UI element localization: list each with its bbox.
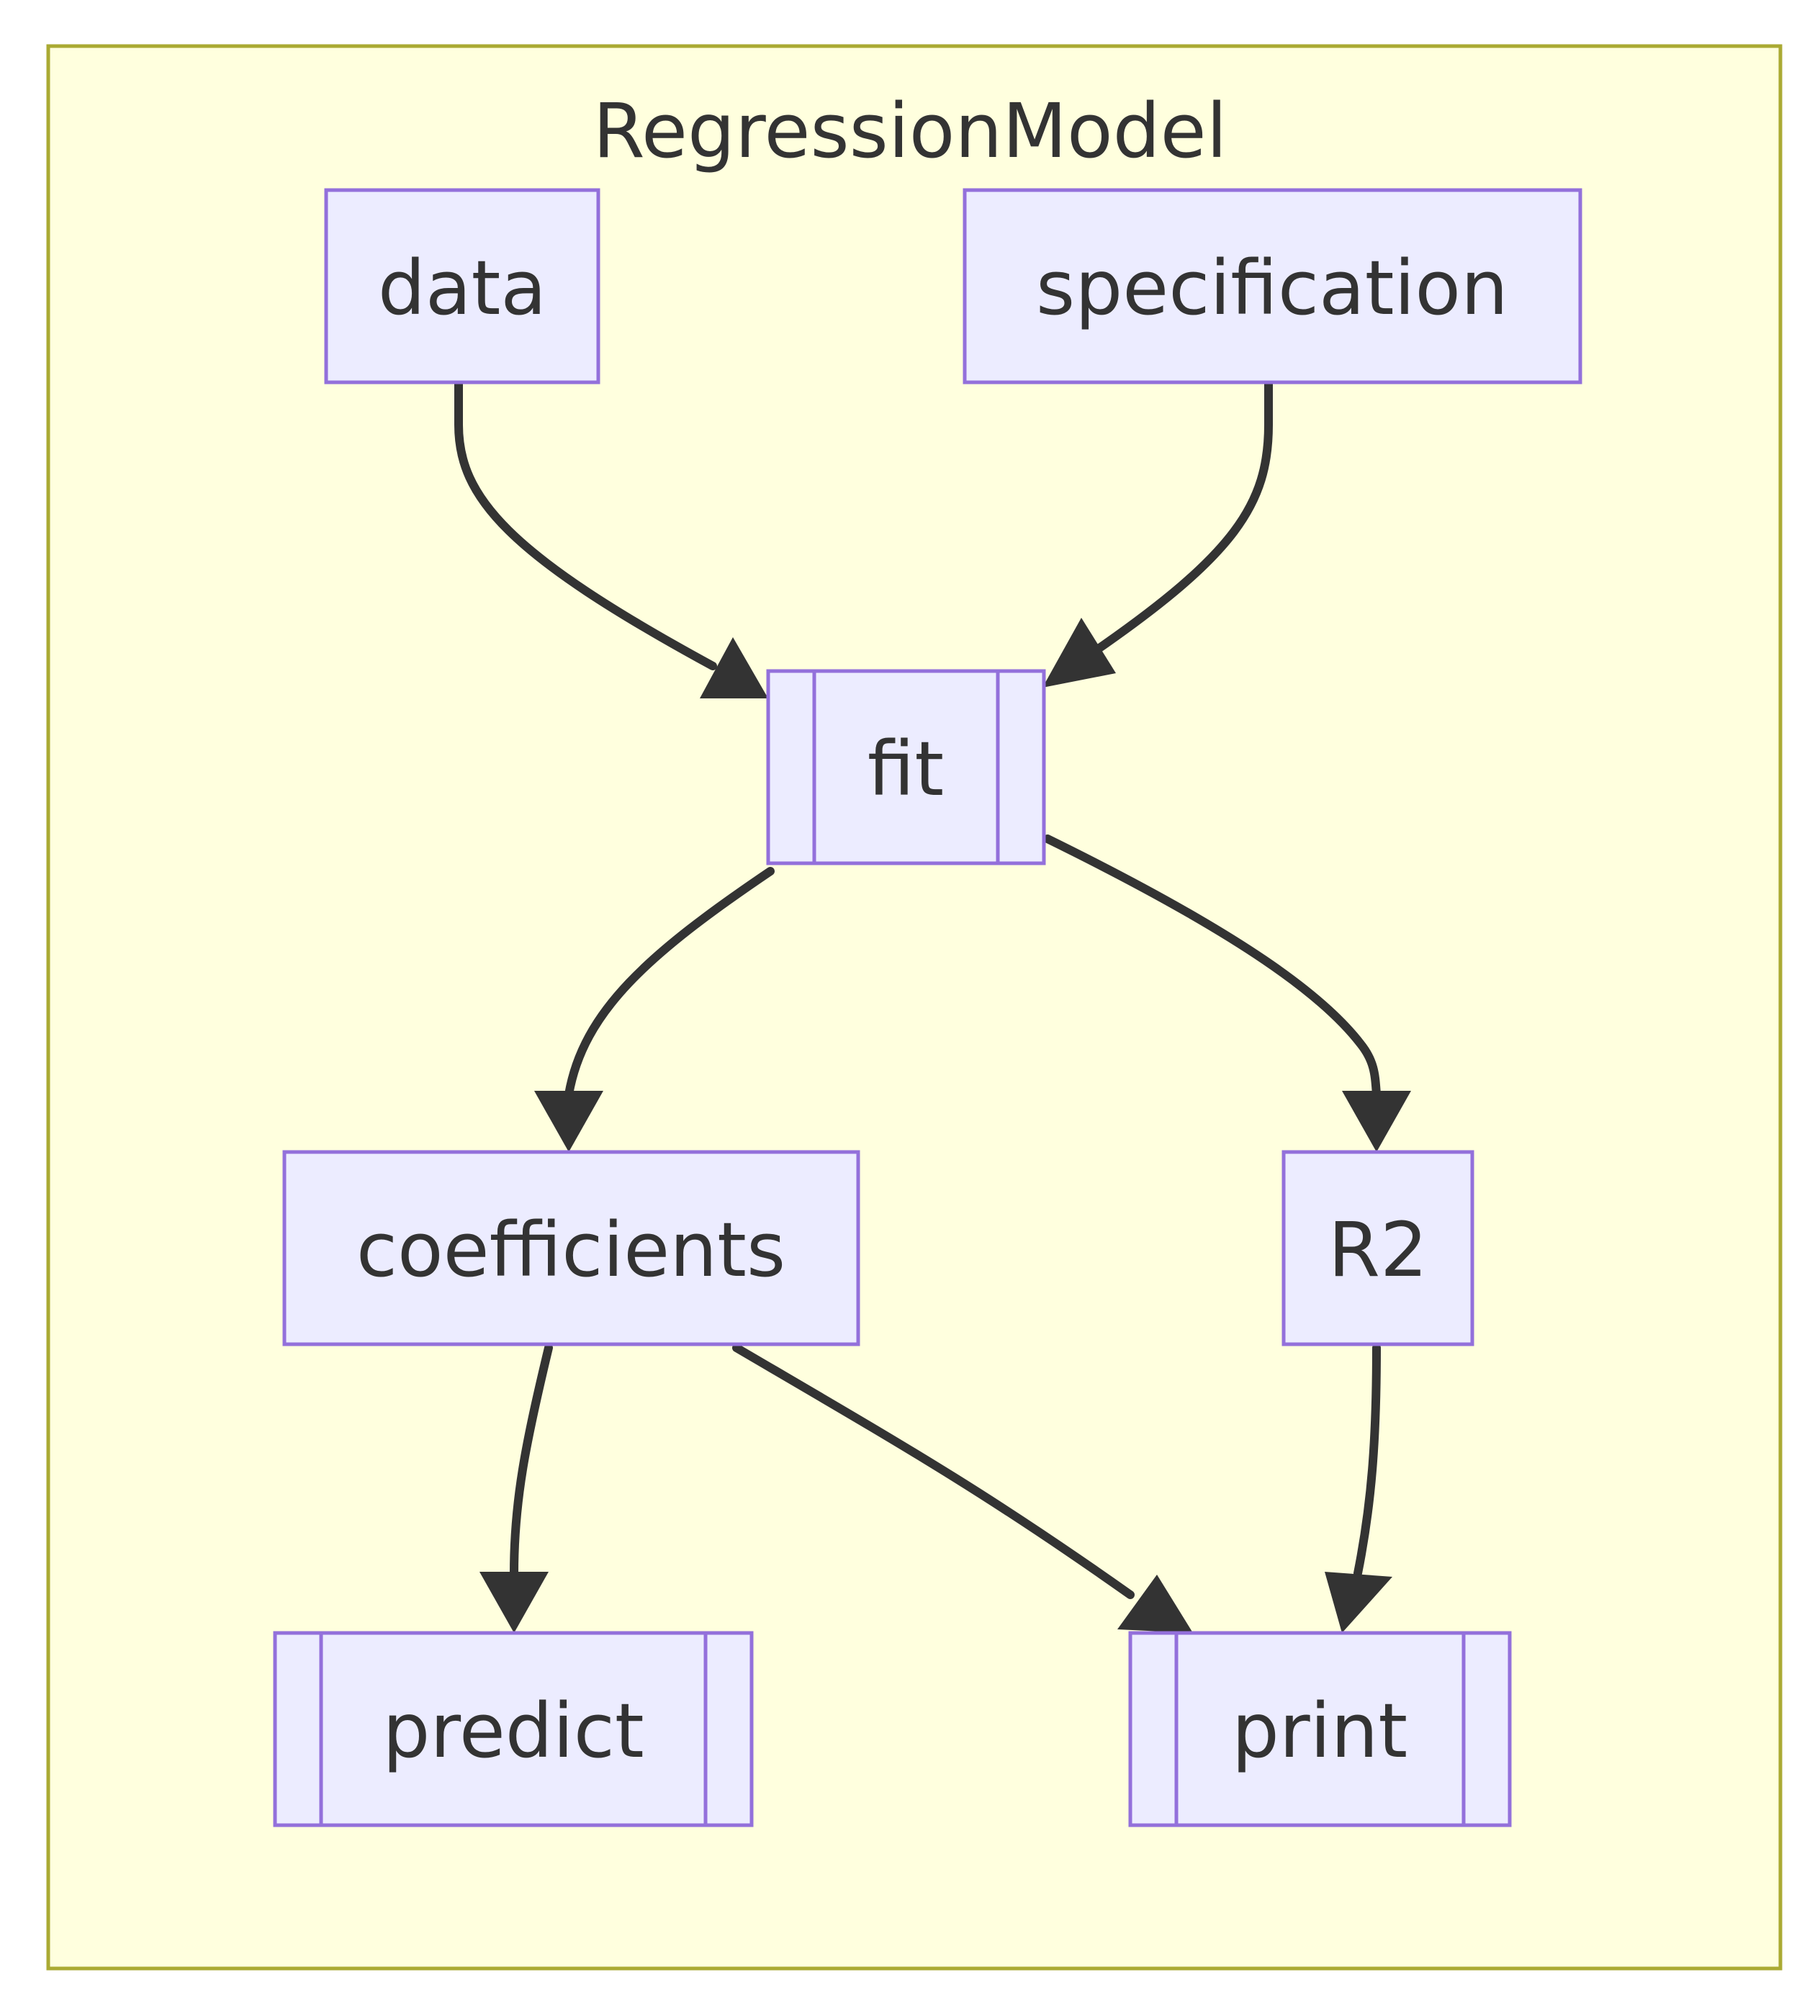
node-r2[interactable]: R2	[1281, 1150, 1474, 1346]
cluster-title: RegressionModel	[593, 87, 1227, 175]
arrowhead-fit-to-coefficients	[534, 1091, 603, 1152]
edge-coefficients-to-print	[732, 1344, 1135, 1599]
node-data-box	[324, 188, 600, 384]
node-specification[interactable]: specification	[963, 188, 1582, 384]
node-print-label: print	[1232, 1687, 1407, 1775]
edge-fit-to-coefficients	[564, 867, 775, 1099]
node-data[interactable]: data	[324, 188, 600, 384]
node-data-label: data	[378, 244, 546, 332]
node-coefficients[interactable]: coefficients	[282, 1150, 860, 1346]
edge-coefficients-to-predict	[510, 1344, 553, 1578]
arrowhead-coefficients-to-print	[1117, 1575, 1193, 1633]
edge-data-to-fit	[454, 380, 717, 670]
node-r2-label: R2	[1328, 1206, 1428, 1294]
node-specification-box	[963, 188, 1582, 384]
node-coefficients-box	[282, 1150, 860, 1346]
edge-fit-to-r2	[1043, 834, 1381, 1099]
arrowhead-fit-to-r2	[1342, 1091, 1411, 1152]
node-predict[interactable]: predict	[273, 1631, 754, 1827]
node-fit-label: fit	[868, 725, 944, 813]
node-predict-box	[273, 1631, 754, 1827]
edges	[454, 380, 1411, 1633]
arrowhead-coefficients-to-predict	[479, 1572, 549, 1633]
arrowhead-r2-to-print	[1325, 1572, 1392, 1633]
edge-r2-to-print	[1353, 1344, 1381, 1578]
node-print[interactable]: print	[1128, 1631, 1512, 1827]
node-r2-box	[1281, 1150, 1474, 1346]
arrowhead-specification-to-fit	[1042, 618, 1116, 688]
node-print-box	[1128, 1631, 1512, 1827]
node-coefficients-label: coefficients	[356, 1206, 785, 1294]
node-predict-label: predict	[382, 1687, 644, 1775]
edge-specification-to-fit	[1090, 380, 1273, 656]
arrowhead-data-to-fit	[700, 637, 768, 698]
node-fit[interactable]: fit	[766, 669, 1046, 865]
node-specification-label: specification	[1036, 244, 1508, 332]
